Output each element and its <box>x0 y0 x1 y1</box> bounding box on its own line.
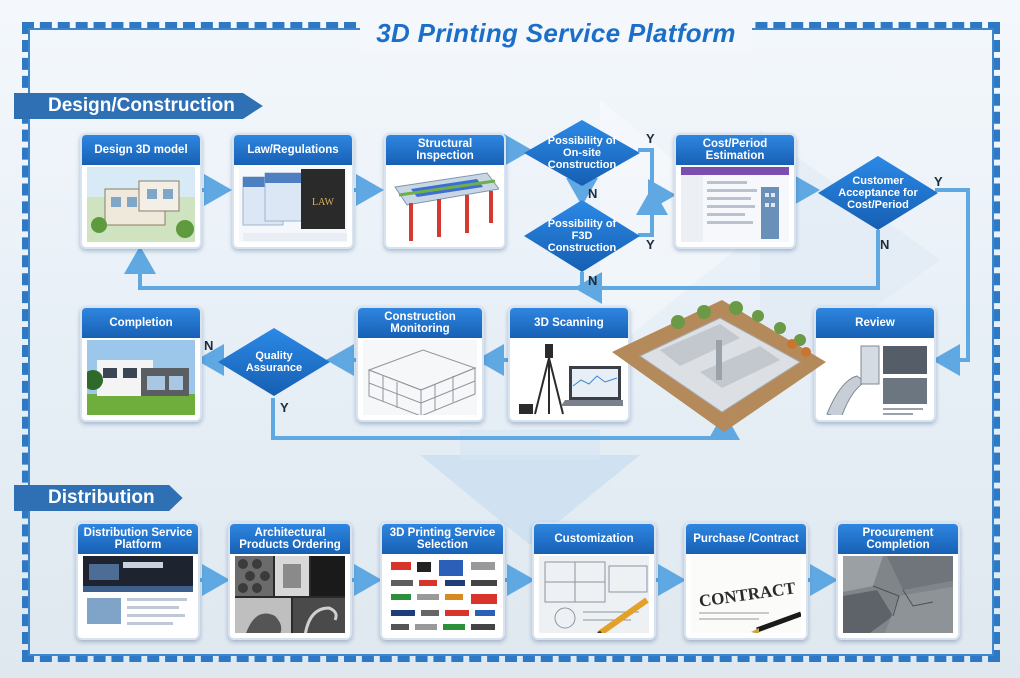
card-3d-printing-service-selection: 3D Printing Service Selection <box>380 522 505 640</box>
decision-label: Possibility of F3D Construction <box>547 218 617 254</box>
card-title: Architectural Products Ordering <box>230 524 350 554</box>
card-title: Procurement Completion <box>838 524 958 554</box>
section-banner-design: Design/Construction <box>14 93 263 119</box>
card-review: Review <box>814 306 936 422</box>
estimation-software-image <box>681 167 789 242</box>
decision-quality-assurance: Quality Assurance <box>218 328 330 396</box>
decision-label: Customer Acceptance for Cost/Period <box>838 175 918 211</box>
card-title: Cost/Period Estimation <box>676 135 794 165</box>
stone-surface-image <box>843 556 953 633</box>
card-title: 3D Scanning <box>510 308 628 338</box>
card-3d-scanning: 3D Scanning <box>508 306 630 422</box>
card-title: Purchase /Contract <box>686 524 806 554</box>
contract-pen-image: CONTRACT <box>691 556 801 633</box>
big-down-arrow <box>420 455 640 545</box>
point-cloud-image <box>363 340 477 415</box>
completed-house-image <box>87 340 195 415</box>
decision-label: Quality Assurance <box>245 350 303 374</box>
arrow-customer-no-loop <box>574 230 880 304</box>
label-y-onsite: Y <box>646 131 655 146</box>
label-n-onsite: N <box>588 186 598 201</box>
scanner-laptop-image <box>515 340 623 415</box>
card-title: Design 3D model <box>82 135 200 165</box>
label-n-quality: N <box>204 338 214 353</box>
card-title: Construction Monitoring <box>358 308 482 338</box>
label-n-f3d: N <box>588 273 598 288</box>
blueprint-pencil-image <box>539 556 649 633</box>
card-customization: Customization <box>532 522 656 640</box>
label-y-f3d: Y <box>646 237 655 252</box>
review-detail-image <box>821 340 929 415</box>
card-title: Review <box>816 308 934 338</box>
card-cost-period-estimation: Cost/Period Estimation <box>674 133 796 249</box>
label-n-customer: N <box>880 237 890 252</box>
structural-frame-image <box>391 167 499 242</box>
law-book-label: LAW <box>312 197 335 208</box>
card-construction-monitoring: Construction Monitoring <box>356 306 484 422</box>
arrow-customer-to-review <box>932 188 970 376</box>
law-documents-image: LAW <box>239 167 347 242</box>
decision-customer-acceptance: Customer Acceptance for Cost/Period <box>818 156 938 230</box>
card-title: Law/Regulations <box>234 135 352 165</box>
card-procurement-completion: Procurement Completion <box>836 522 960 640</box>
arrow-f3d-to-cost <box>636 187 668 237</box>
card-title: Completion <box>82 308 200 338</box>
section-banner-distribution: Distribution <box>14 485 183 511</box>
card-title: Structural Inspection <box>386 135 504 165</box>
label-y-customer: Y <box>934 174 943 189</box>
card-law-regulations: Law/Regulations LAW <box>232 133 354 249</box>
platform-website-image <box>83 556 193 633</box>
card-design-3d-model: Design 3D model <box>80 133 202 249</box>
card-title: 3D Printing Service Selection <box>382 524 503 554</box>
decision-f3d-construction: Possibility of F3D Construction <box>524 200 640 272</box>
label-y-quality: Y <box>280 400 289 415</box>
card-structural-inspection: Structural Inspection <box>384 133 506 249</box>
decision-onsite-construction: Possibility of On-site Construction <box>524 120 640 186</box>
card-purchase-contract: Purchase /Contract CONTRACT <box>684 522 808 640</box>
page-title: 3D Printing Service Platform <box>360 14 752 52</box>
card-distribution-platform: Distribution Service Platform <box>76 522 200 640</box>
card-architectural-products-ordering: Architectural Products Ordering <box>228 522 352 640</box>
card-title: Distribution Service Platform <box>78 524 198 554</box>
card-completion: Completion <box>80 306 202 422</box>
vendor-logos-image <box>387 556 498 633</box>
card-title: Customization <box>534 524 654 554</box>
house-render-image <box>87 167 195 242</box>
decision-label: Possibility of On-site Construction <box>547 135 617 171</box>
products-collage-image <box>235 556 345 633</box>
